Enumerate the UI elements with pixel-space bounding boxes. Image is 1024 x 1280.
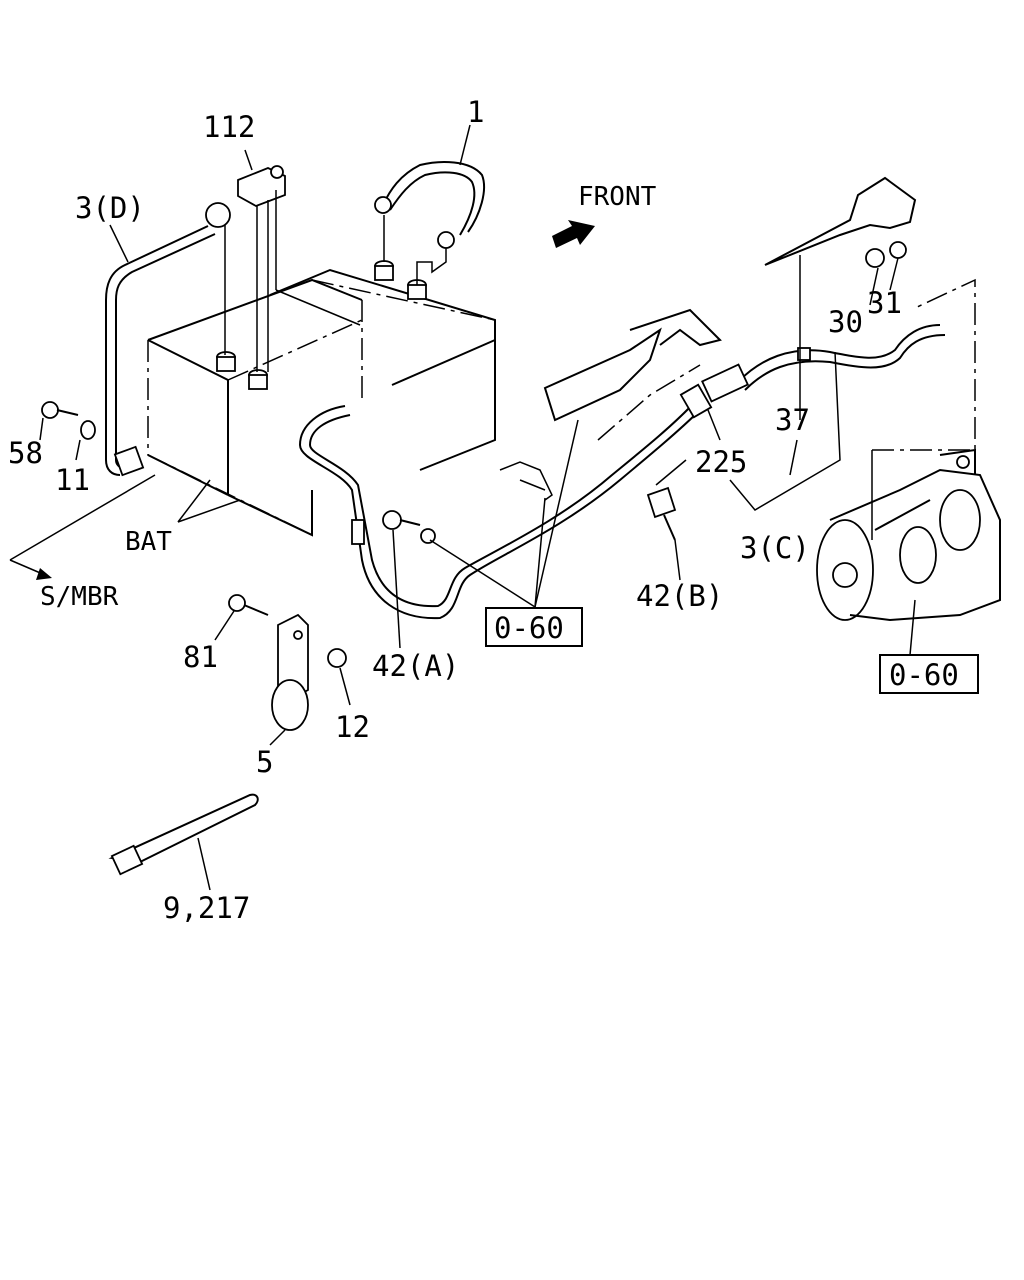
label-58: 58 [8, 436, 43, 470]
clamp-assembly [214, 594, 351, 746]
label-12: 12 [335, 710, 370, 744]
label-42a: 42(A) [372, 649, 459, 683]
label-0-60-left: 0-60 [494, 611, 564, 645]
label-9-217: 9,217 [163, 891, 250, 925]
label-37: 37 [775, 403, 810, 437]
ref-box-0-60-left [485, 607, 583, 647]
negative-cable-3d [105, 202, 231, 477]
nut-30-washer-31 [865, 241, 907, 306]
label-5: 5 [256, 745, 273, 779]
label-0-60-right: 0-60 [889, 658, 959, 692]
upper-bracket [764, 176, 917, 420]
battery-assembly [147, 260, 496, 537]
front-arrow [552, 220, 595, 248]
label-bat: BAT [125, 527, 172, 557]
label-front: FRONT [578, 182, 657, 212]
label-31: 31 [867, 286, 902, 320]
cable-bracket [499, 308, 722, 501]
label-225: 225 [695, 445, 747, 479]
bolt-42a [382, 510, 436, 649]
ref-box-0-60-right [879, 654, 979, 694]
label-1: 1 [467, 95, 484, 129]
cable-tie [108, 793, 259, 891]
bolt-42b [646, 486, 681, 581]
label-s-mbr: S/MBR [40, 582, 119, 612]
label-11: 11 [55, 463, 90, 497]
bolt-58-washer-11 [39, 401, 96, 461]
battery-terminal-112 [237, 165, 361, 372]
label-81: 81 [183, 640, 218, 674]
label-3c: 3(C) [740, 531, 810, 565]
label-3d: 3(D) [75, 191, 145, 225]
starter-motor [816, 278, 1001, 622]
positive-cable-3c [298, 324, 946, 620]
label-112: 112 [203, 110, 255, 144]
label-30: 30 [828, 305, 863, 339]
callout-labels: 112 1 3(D) FRONT 30 31 37 225 3(C) 58 11… [8, 95, 959, 925]
leader-lines [9, 124, 916, 656]
battery-jumper-cable [374, 161, 486, 285]
label-42b: 42(B) [636, 579, 723, 613]
